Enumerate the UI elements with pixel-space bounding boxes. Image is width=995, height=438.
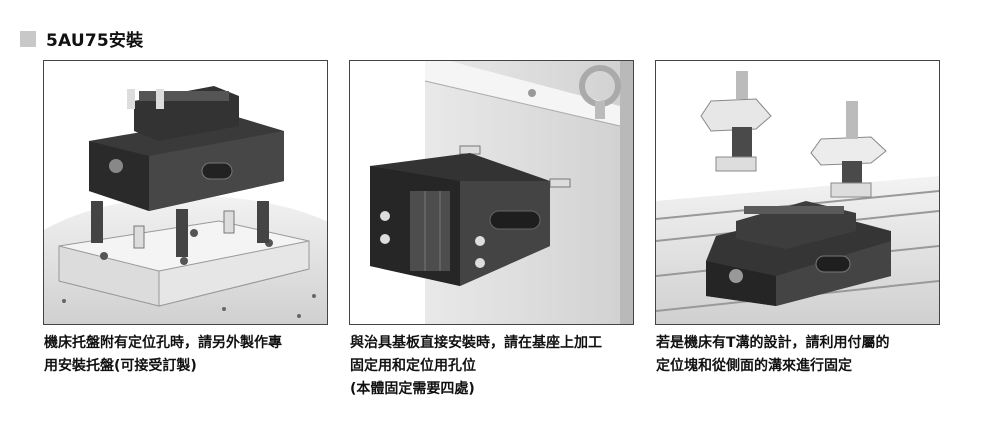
- caption-line: 定位塊和從側面的溝來進行固定: [656, 358, 852, 374]
- fixture-plate-mount-illustration: [349, 60, 634, 325]
- caption-line: 用安裝托盤(可接受訂製): [44, 358, 197, 374]
- caption-line: 與治具基板直接安裝時，請在基座上加工: [350, 335, 602, 351]
- caption-line: 若是機床有T溝的設計，請利用付屬的: [656, 335, 890, 351]
- caption-t-slot-mount: 若是機床有T溝的設計，請利用付屬的 定位塊和從側面的溝來進行固定: [656, 332, 956, 378]
- section-title: 5AU75安裝: [46, 31, 144, 51]
- header-square-icon: [20, 30, 36, 47]
- caption-fixture-plate-mount: 與治具基板直接安裝時，請在基座上加工 固定用和定位用孔位 (本體固定需要四處): [350, 332, 650, 401]
- caption-pallet-mount: 機床托盤附有定位孔時，請另外製作專 用安裝托盤(可接受訂製): [44, 332, 344, 378]
- caption-line: (本體固定需要四處): [350, 381, 475, 397]
- caption-line: 機床托盤附有定位孔時，請另外製作專: [44, 335, 282, 351]
- caption-line: 固定用和定位用孔位: [350, 358, 476, 374]
- t-slot-mount-illustration: [655, 60, 940, 325]
- pallet-mount-illustration: [43, 60, 328, 325]
- section-header: 5AU75安裝: [20, 26, 143, 51]
